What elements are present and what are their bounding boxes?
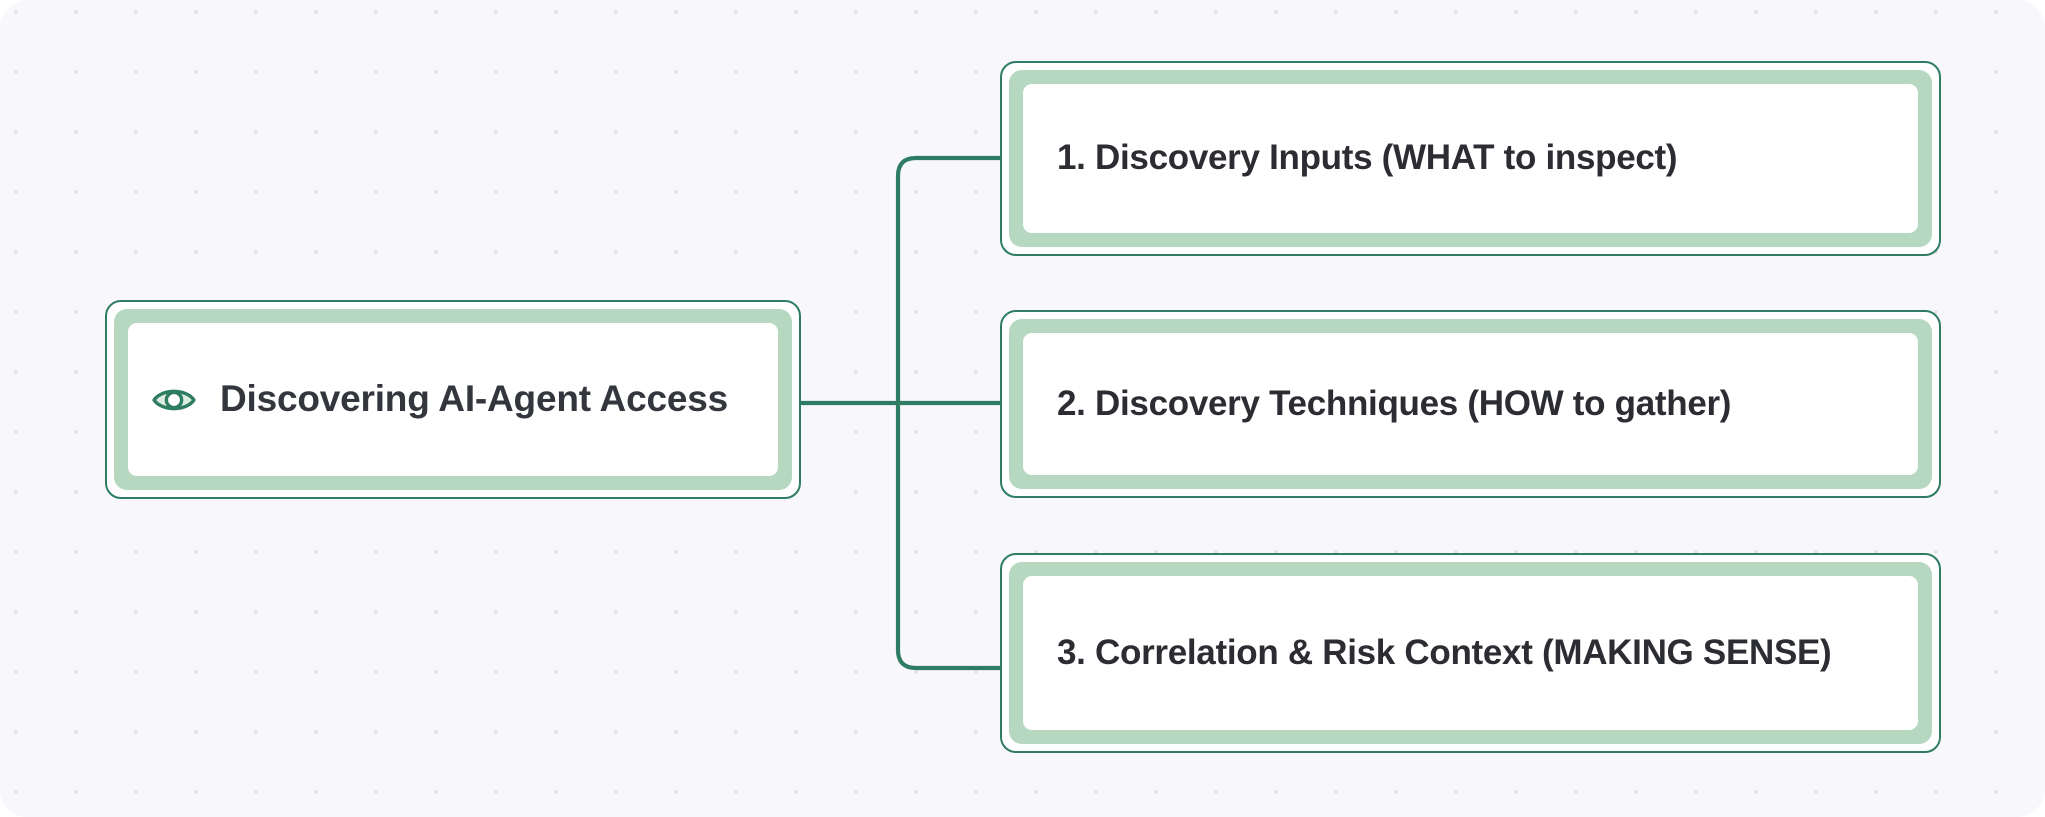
child-node-discovery-techniques[interactable]: 2. Discovery Techniques (HOW to gather) bbox=[1000, 310, 1941, 498]
child-node-2-inner: 2. Discovery Techniques (HOW to gather) bbox=[1023, 333, 1918, 475]
child-node-3-band: 3. Correlation & Risk Context (MAKING SE… bbox=[1009, 562, 1932, 744]
child-node-2-label: 2. Discovery Techniques (HOW to gather) bbox=[1057, 383, 1732, 423]
child-node-1-label: 1. Discovery Inputs (WHAT to inspect) bbox=[1057, 138, 1678, 178]
child-node-3-inner: 3. Correlation & Risk Context (MAKING SE… bbox=[1023, 576, 1918, 730]
connector-to-child-3 bbox=[895, 400, 1003, 671]
root-node-inner: Discovering AI-Agent Access bbox=[128, 323, 778, 476]
root-node[interactable]: Discovering AI-Agent Access bbox=[105, 300, 801, 499]
child-node-1-inner: 1. Discovery Inputs (WHAT to inspect) bbox=[1023, 84, 1918, 233]
eye-icon bbox=[152, 389, 196, 410]
child-node-3-label: 3. Correlation & Risk Context (MAKING SE… bbox=[1057, 632, 1832, 672]
child-node-2-band: 2. Discovery Techniques (HOW to gather) bbox=[1009, 319, 1932, 489]
root-node-band: Discovering AI-Agent Access bbox=[114, 309, 792, 490]
root-node-label: Discovering AI-Agent Access bbox=[220, 378, 728, 420]
child-node-correlation-risk-context[interactable]: 3. Correlation & Risk Context (MAKING SE… bbox=[1000, 553, 1941, 753]
connector-to-child-1 bbox=[895, 155, 1003, 406]
child-node-1-band: 1. Discovery Inputs (WHAT to inspect) bbox=[1009, 70, 1932, 247]
child-node-discovery-inputs[interactable]: 1. Discovery Inputs (WHAT to inspect) bbox=[1000, 61, 1941, 256]
